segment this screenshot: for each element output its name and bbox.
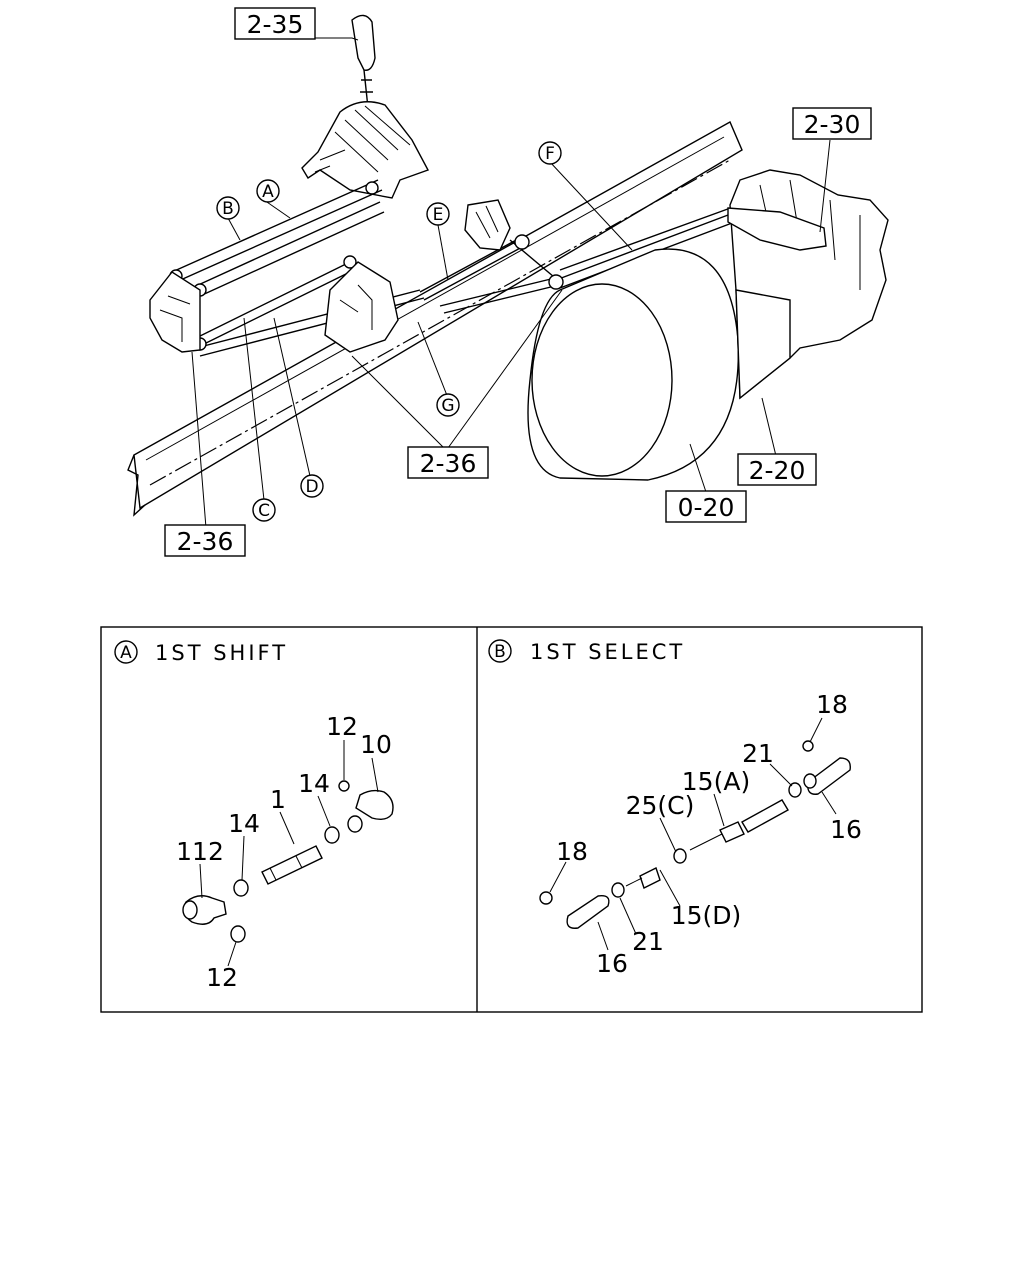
circle-letter-g: G — [436, 393, 460, 417]
part-label: 16 — [596, 949, 628, 978]
part-label: 1 — [270, 785, 286, 814]
panel-b-parts — [539, 740, 851, 929]
transmission — [727, 169, 889, 400]
svg-text:A: A — [120, 643, 132, 663]
panel-a-badge: A — [114, 640, 138, 664]
part-label: 21 — [632, 927, 664, 956]
exhaust-drum — [527, 248, 740, 481]
svg-text:C: C — [258, 501, 270, 521]
ref-box-0-20: 0-20 — [665, 490, 747, 523]
svg-text:G: G — [441, 396, 454, 416]
svg-text:F: F — [545, 144, 555, 164]
shift-lever — [301, 14, 429, 199]
ref-box-2-36-center: 2-36 — [407, 446, 489, 479]
part-label: 15(A) — [682, 767, 750, 796]
ref-label: 0-20 — [678, 493, 735, 522]
circle-letter-d: D — [300, 474, 324, 498]
left-bracket — [149, 271, 201, 353]
svg-text:E: E — [433, 205, 444, 225]
ref-label: 2-35 — [247, 10, 304, 39]
part-label: 12 — [326, 712, 358, 741]
circle-letter-f: F — [538, 141, 562, 165]
circle-letter-a: A — [256, 179, 280, 203]
ref-box-2-30: 2-30 — [792, 107, 872, 140]
detail-panels-frame — [100, 626, 923, 1013]
part-label: 14 — [298, 769, 330, 798]
svg-text:B: B — [222, 199, 234, 219]
ref-label: 2-36 — [177, 527, 234, 556]
part-label: 15(D) — [671, 901, 742, 930]
svg-text:D: D — [305, 477, 318, 497]
part-label: 10 — [360, 730, 392, 759]
panel-b-title: 1ST SELECT — [530, 640, 685, 664]
panel-a-title: 1ST SHIFT — [155, 641, 288, 665]
part-label: 18 — [556, 837, 588, 866]
svg-text:B: B — [494, 642, 506, 662]
part-label: 112 — [176, 837, 224, 866]
part-label: 18 — [816, 690, 848, 719]
part-label: 12 — [206, 963, 238, 992]
panel-b-leaders — [549, 717, 837, 951]
ref-box-2-20: 2-20 — [737, 453, 817, 486]
circle-letter-b: B — [216, 196, 240, 220]
ref-box-2-35: 2-35 — [234, 7, 316, 40]
part-label: 14 — [228, 809, 260, 838]
part-label: 25(C) — [626, 791, 695, 820]
circle-letter-e: E — [426, 202, 450, 226]
center-bracket — [324, 199, 511, 353]
part-label: 16 — [830, 815, 862, 844]
ref-label: 2-36 — [420, 449, 477, 478]
panel-b-badge: B — [488, 639, 512, 663]
panel-a-1st-shift: A 1ST SHIFT — [114, 640, 394, 992]
circle-letter-c: C — [252, 498, 276, 522]
frame-rail — [127, 121, 743, 517]
ref-label: 2-30 — [804, 110, 861, 139]
ref-box-2-36-left: 2-36 — [164, 524, 246, 557]
overview-leaders — [191, 37, 831, 529]
svg-text:A: A — [262, 182, 274, 202]
panel-a-parts — [182, 780, 394, 943]
ref-label: 2-20 — [749, 456, 806, 485]
panel-b-1st-select: B 1ST SELECT — [488, 639, 862, 978]
panel-a-leaders — [199, 740, 379, 967]
part-label: 21 — [742, 739, 774, 768]
